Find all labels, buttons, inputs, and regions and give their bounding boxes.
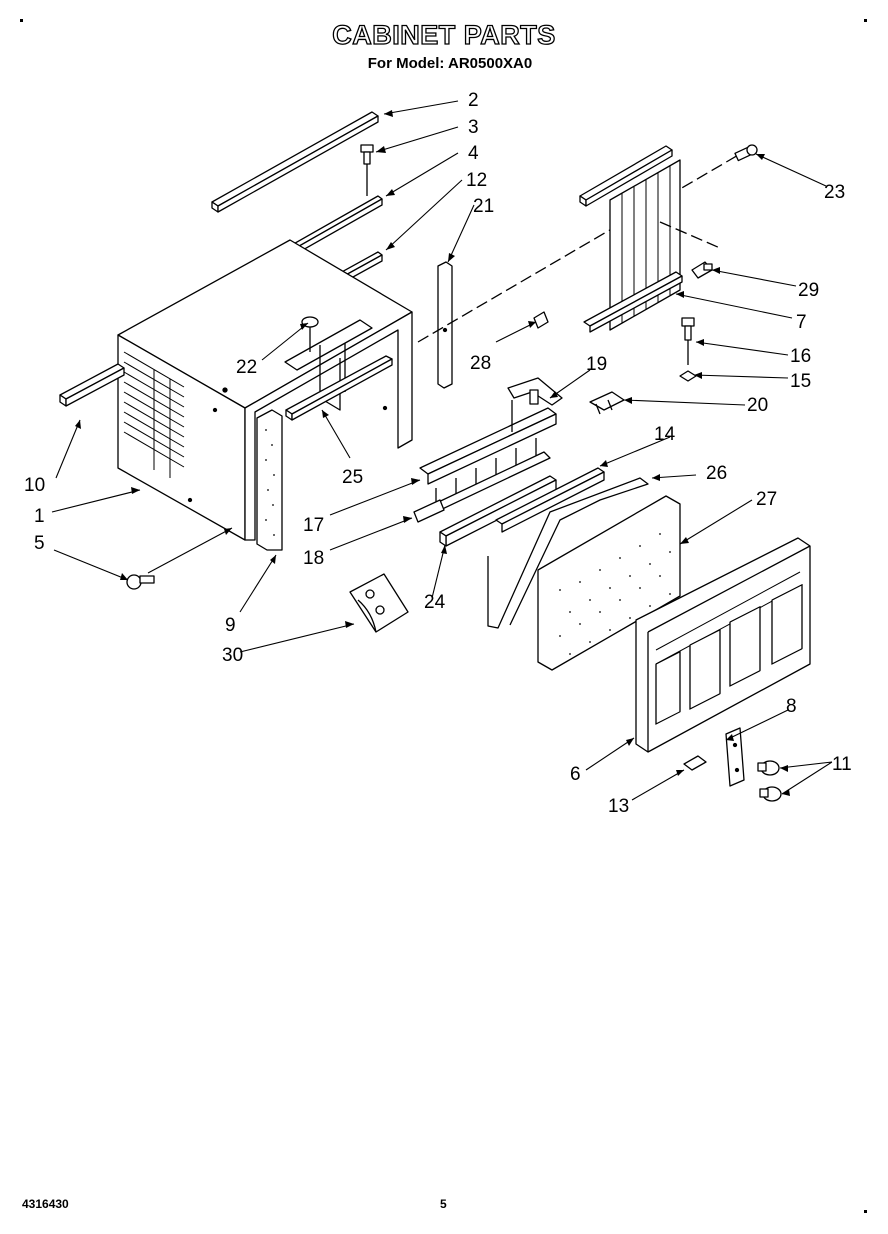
callout-12: 12 <box>466 170 487 191</box>
callout-21: 21 <box>473 196 494 217</box>
part-15-washer <box>679 370 697 382</box>
callout-6: 6 <box>570 764 581 785</box>
part-19-bracket <box>507 377 563 406</box>
corner-mark-bottom-right <box>864 1210 867 1213</box>
part-2-top-rail <box>211 111 379 213</box>
part-28-clip <box>533 311 549 329</box>
part-9-side-seal <box>256 409 283 551</box>
assembly-line-29 <box>659 221 721 249</box>
part-30-bracket <box>349 573 409 633</box>
part-20-clip <box>589 391 625 415</box>
callout-15: 15 <box>790 371 811 392</box>
part-27-filter <box>537 495 681 671</box>
callout-13: 13 <box>608 796 629 817</box>
callout-30: 30 <box>222 645 243 666</box>
part-14-strip <box>495 467 605 533</box>
part-10-base-rail <box>59 363 125 407</box>
part-18-gasket <box>413 499 445 523</box>
part-11-knobs <box>757 760 782 802</box>
callout-22: 22 <box>236 357 257 378</box>
callout-29: 29 <box>798 280 819 301</box>
callout-2: 2 <box>468 90 479 111</box>
part-5-screw <box>126 574 155 590</box>
callout-27: 27 <box>756 489 777 510</box>
callout-11: 11 <box>832 754 852 775</box>
part-16-screw <box>681 317 695 365</box>
part-13-pad <box>683 755 707 771</box>
leader-lines <box>51 100 833 801</box>
part-21-bracket <box>437 261 453 389</box>
model-subtitle: For Model: AR0500XA0 <box>367 55 533 72</box>
part-26-bracket-wire <box>487 477 649 629</box>
document-number: 4316430 <box>22 1197 69 1211</box>
callout-19: 19 <box>586 354 607 375</box>
part-3-screw <box>360 144 374 196</box>
callout-16: 16 <box>790 346 811 367</box>
assembly-line-23 <box>417 153 741 343</box>
page-title: CABINET PARTS <box>332 19 556 50</box>
callout-24: 24 <box>424 592 446 613</box>
corner-mark-top-right <box>864 19 867 22</box>
part-1-cabinet <box>117 239 413 541</box>
callout-20: 20 <box>747 395 768 416</box>
part-24-seal-strip <box>439 475 557 547</box>
page-number: 5 <box>440 1197 447 1211</box>
corner-mark-top-left <box>20 19 23 22</box>
callout-14: 14 <box>654 424 676 445</box>
callout-1: 1 <box>34 506 45 527</box>
callout-10: 10 <box>24 475 45 496</box>
callout-23: 23 <box>824 182 845 203</box>
callout-9: 9 <box>225 615 236 636</box>
part-8-bracket <box>725 727 745 787</box>
part-25-partition-rail <box>285 355 393 421</box>
callout-28: 28 <box>470 353 491 374</box>
callout-8: 8 <box>786 696 797 717</box>
callout-17: 17 <box>303 515 324 536</box>
callout-18: 18 <box>303 548 324 569</box>
callout-4: 4 <box>468 143 479 164</box>
part-6-front-grille <box>635 537 811 753</box>
callout-25: 25 <box>342 467 363 488</box>
callout-5: 5 <box>34 533 45 554</box>
callout-3: 3 <box>468 117 479 138</box>
callout-7: 7 <box>796 312 807 333</box>
part-29-clip <box>691 261 713 279</box>
callout-labels: 2 3 4 12 21 23 29 7 16 15 20 19 28 22 14… <box>24 90 852 817</box>
part-17-louver-assembly <box>419 400 557 513</box>
callout-26: 26 <box>706 463 727 484</box>
part-23-screw <box>734 144 758 162</box>
part-7-side-curtain <box>579 145 683 333</box>
leader-arrowheads <box>75 110 790 796</box>
